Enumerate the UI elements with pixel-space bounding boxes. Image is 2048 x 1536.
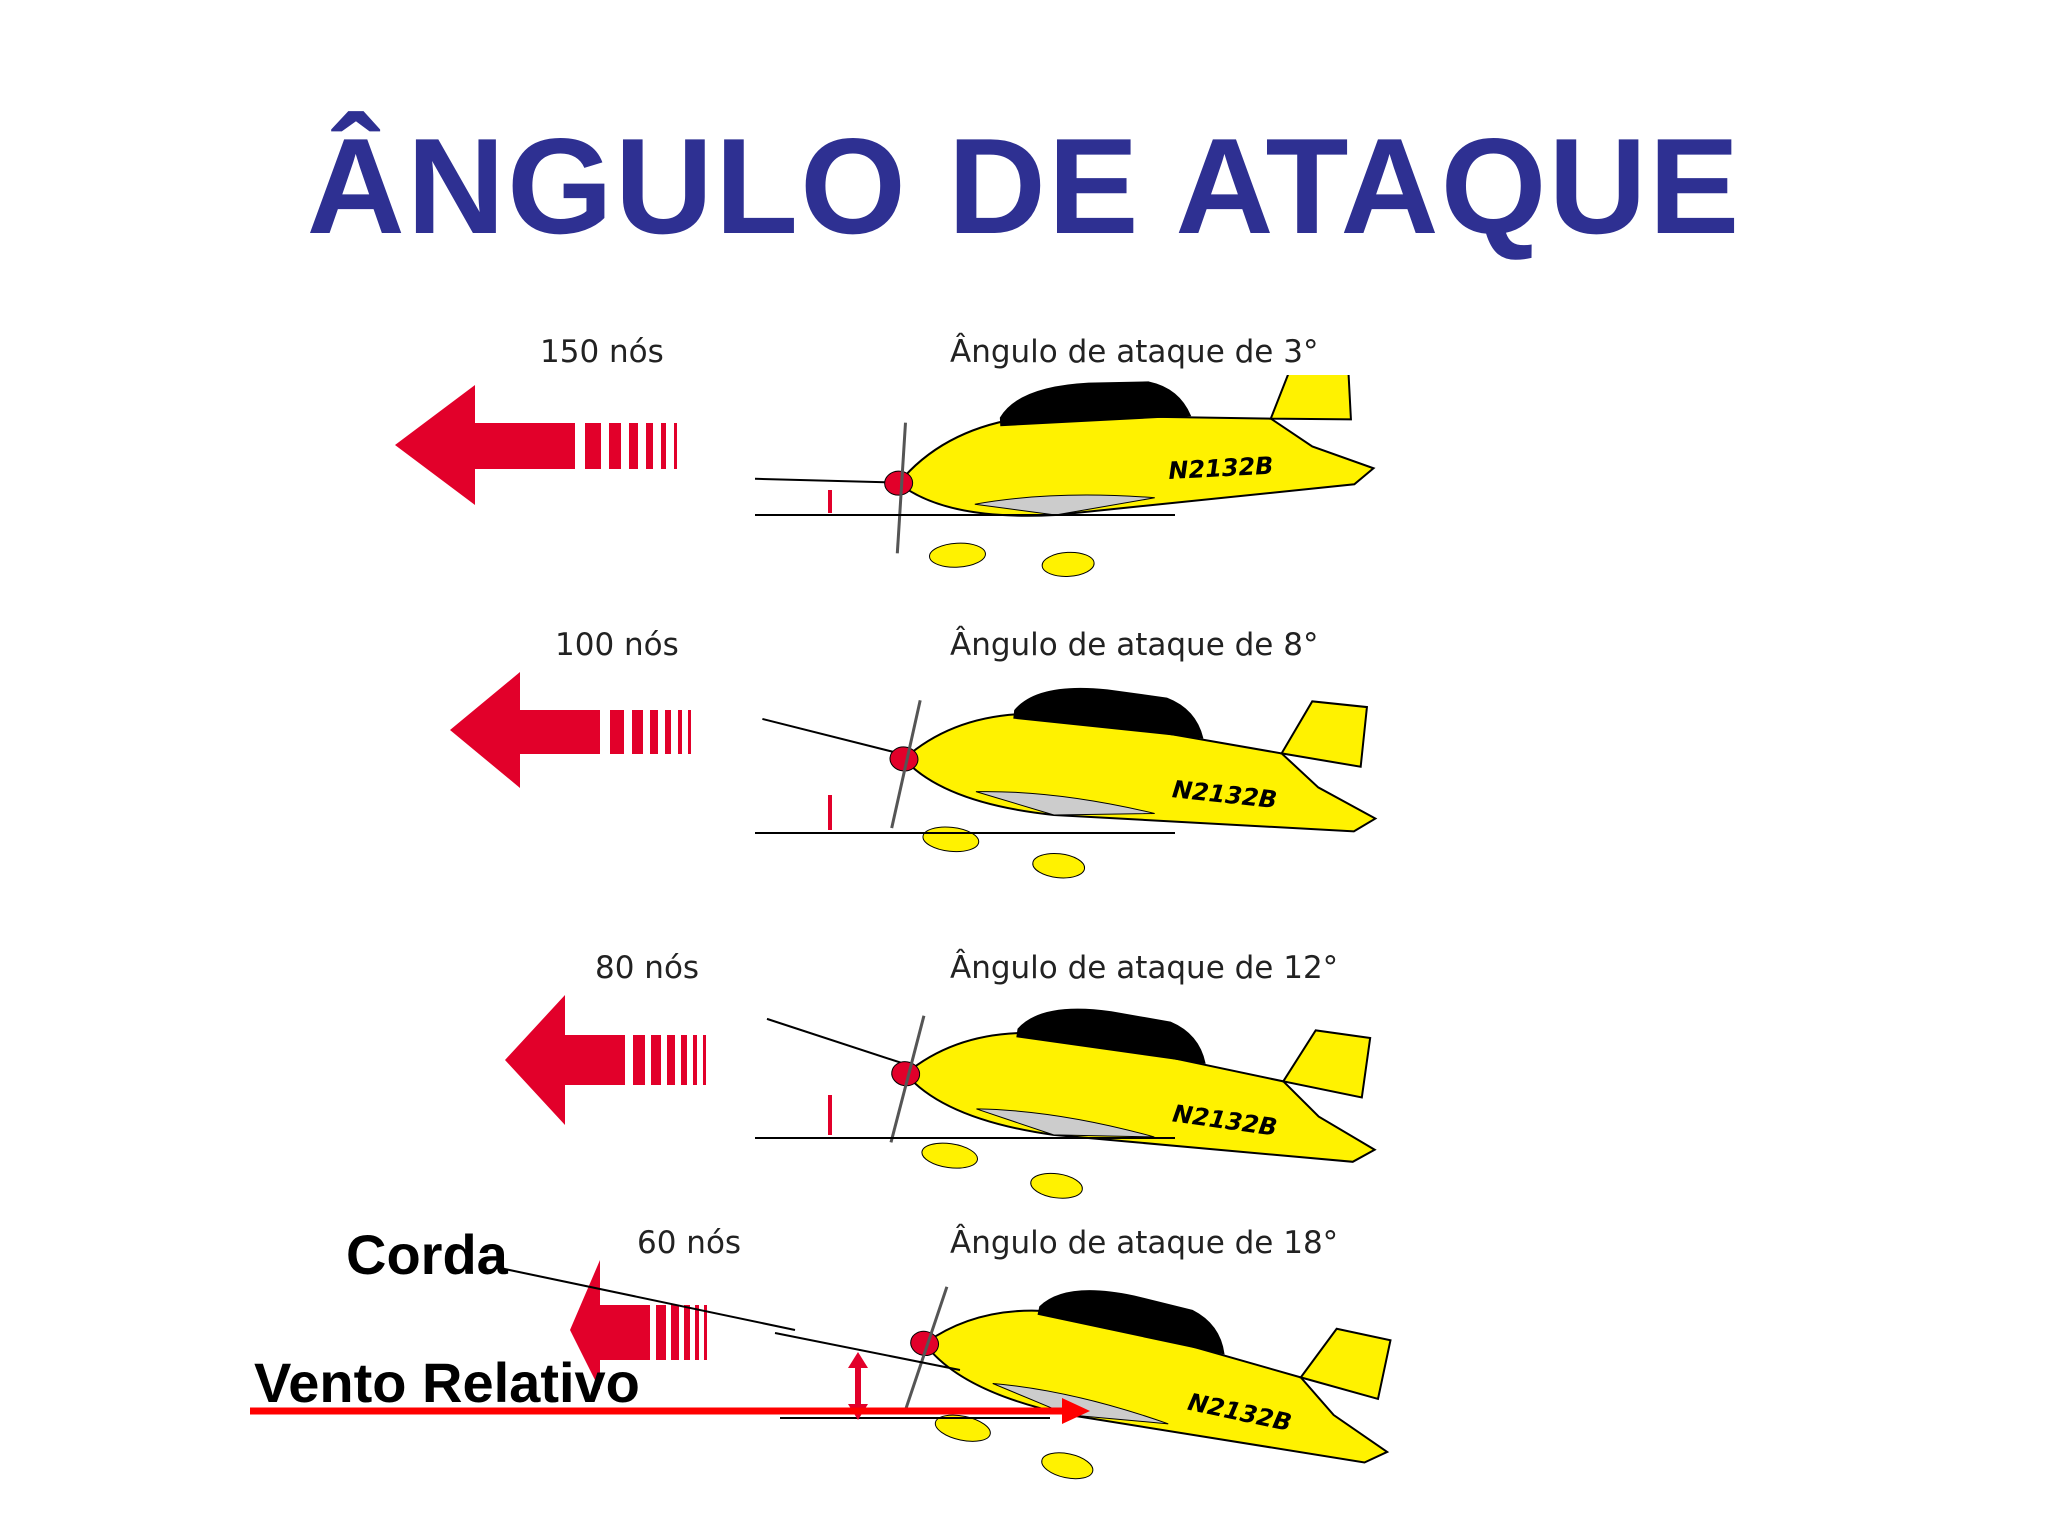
page-title: ÂNGULO DE ATAQUE <box>306 110 1742 262</box>
angle-of-attack-label: Ângulo de ataque de 18° <box>950 1225 1339 1261</box>
chord-leader-line <box>499 1267 796 1331</box>
chord-label: Corda <box>346 1223 508 1286</box>
aircraft-illustration: N2132B <box>755 1008 1377 1199</box>
angle-of-attack-label: Ângulo de ataque de 12° <box>950 950 1339 986</box>
aircraft-illustration: N2132B <box>755 687 1378 879</box>
wind-arrow-icon <box>570 1260 707 1390</box>
wind-arrow-icon <box>505 995 706 1125</box>
registration-text: N2132B <box>1168 452 1275 485</box>
aircraft-illustration: N2132B <box>903 1286 1392 1480</box>
speed-label: 80 nós <box>595 950 700 986</box>
row-80-knots: 80 nós Ângulo de ataque de 12° N2132B <box>0 940 2048 1240</box>
relative-wind-arrowhead-icon <box>1062 1398 1090 1424</box>
relative-wind-label: Vento Relativo <box>254 1351 640 1414</box>
wind-arrow-icon <box>450 672 691 788</box>
angle-of-attack-label: Ângulo de ataque de 3° <box>950 334 1319 370</box>
speed-label: 150 nós <box>540 334 664 370</box>
aircraft-illustration: N2132B <box>755 375 1376 577</box>
wind-arrow-icon <box>395 385 677 505</box>
speed-label: 60 nós <box>637 1225 742 1261</box>
angle-of-attack-label: Ângulo de ataque de 8° <box>950 627 1319 663</box>
row-150-knots: 150 nós Ângulo de ataque de 3° N2132B <box>0 320 2048 620</box>
row-100-knots: 100 nós Ângulo de ataque de 8° N2132B <box>0 615 2048 915</box>
chord-line <box>774 1332 961 1371</box>
row-60-knots: 60 nós Ângulo de ataque de 18° N2132B <box>0 1215 2048 1515</box>
speed-label: 100 nós <box>555 627 679 663</box>
